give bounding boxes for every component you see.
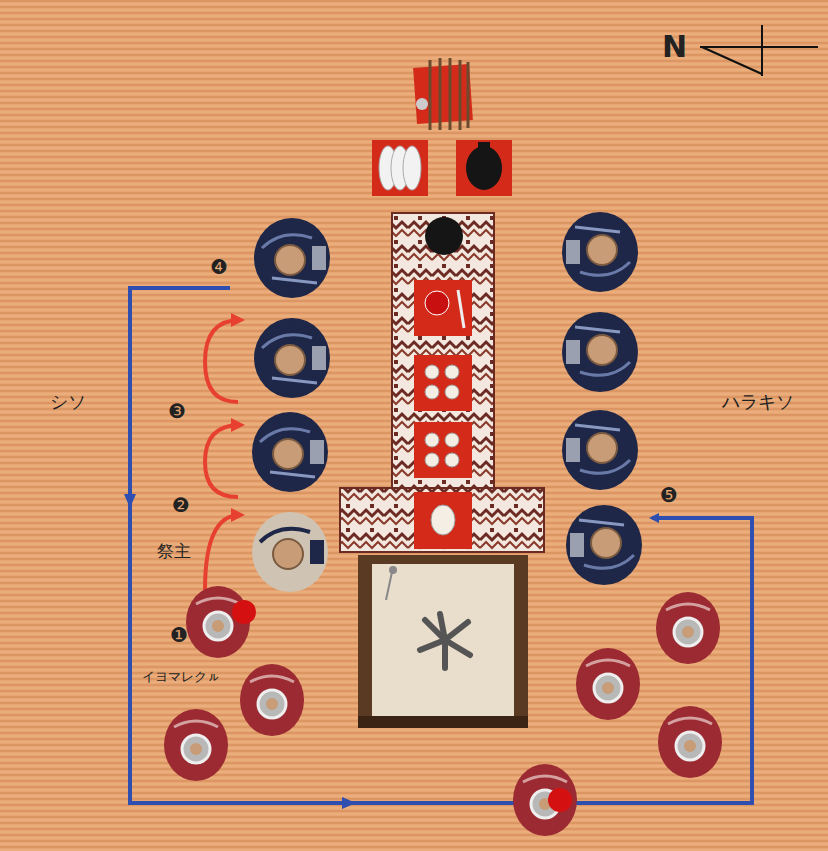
cup-passing-arrows: [205, 320, 240, 590]
callout-number: ❸: [168, 400, 186, 422]
women-figures: [164, 586, 722, 836]
callout-number: ❷: [172, 494, 190, 516]
fireplace: [358, 555, 528, 728]
side-label: シソ: [50, 392, 86, 412]
offering-items: [372, 58, 512, 196]
north-compass: [700, 25, 818, 76]
patterned-mat: [340, 213, 544, 552]
callout-number: ❺: [660, 484, 678, 506]
procession-path: [124, 288, 752, 809]
men-figures: [252, 212, 642, 592]
role-label: 祭主: [157, 542, 191, 561]
offering-ball: [232, 600, 256, 624]
callout-number: ❶: [170, 624, 188, 646]
callout-number: ❹: [210, 256, 228, 278]
side-label: ハラキソ: [722, 392, 794, 412]
role-label: イヨマレクㇽ: [142, 670, 220, 684]
compass-letter: N: [662, 30, 687, 63]
offering-ball: [548, 788, 572, 812]
